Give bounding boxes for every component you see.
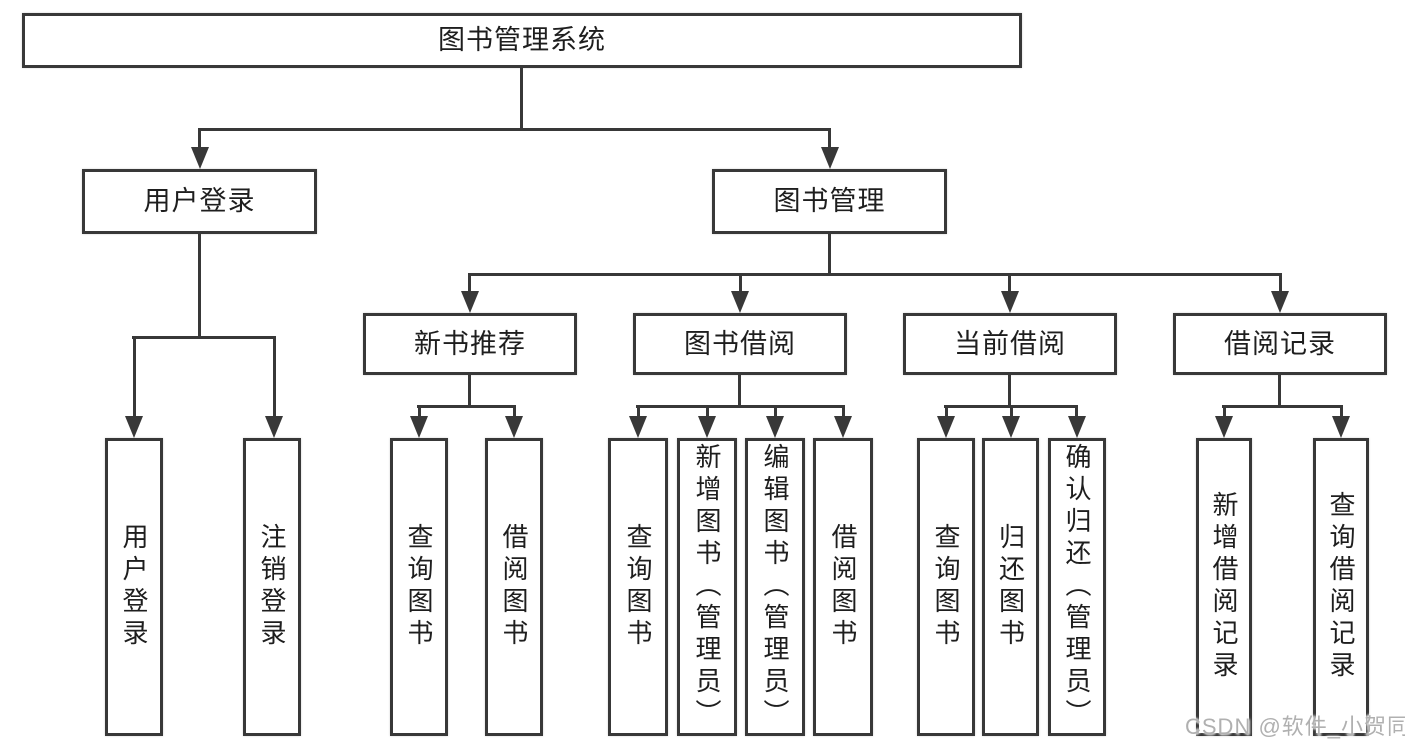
node-borrow-records: 借阅记录 [1173,313,1387,375]
node-label: 图书管理 [773,186,886,216]
connector-bookmgmt-vertical [828,234,831,273]
arrowhead-icon [834,416,852,438]
connector-stem [828,128,831,147]
node-user-login: 用户登录 [82,169,317,234]
watermark: CSDN @软件_小贺同学 [1185,714,1405,739]
node-book-borrow: 图书借阅 [633,313,847,375]
node-new-book-recommend: 新书推荐 [363,313,577,375]
leaf-add-borrow-record: 新增借阅记录 [1196,438,1252,736]
connector-records-vertical [1278,375,1281,405]
connector-root-horizontal [198,128,831,131]
leaf-edit-book-admin: 编辑图书（管理员） [745,438,805,736]
leaf-add-book-admin: 新增图书（管理员） [677,438,737,736]
leaf-confirm-return-admin: 确认归还（管理员） [1048,438,1106,736]
node-label: 图书管理系统 [438,25,606,55]
leaf-newbook-borrow-books: 借阅图书 [485,438,543,736]
connector-stem [739,273,742,291]
connector-stem [198,128,201,147]
leaf-user-login: 用户登录 [105,438,163,736]
node-label: 编辑图书（管理员） [760,443,790,731]
connector-records-horizontal [1222,405,1342,408]
node-label: 用户登录 [143,186,256,216]
connector-stem [774,405,777,418]
connector-bookborrow-vertical [738,375,741,405]
leaf-newbook-query-books: 查询图书 [390,438,448,736]
arrowhead-icon [1068,416,1086,438]
connector-stem [706,405,709,418]
arrowhead-icon [265,416,283,438]
arrowhead-icon [191,147,209,169]
arrowhead-icon [1271,291,1289,313]
connector-userlogin-vertical [198,234,201,336]
node-label: 归还图书 [995,523,1026,651]
leaf-borrow-borrow-books: 借阅图书 [813,438,873,736]
node-label: 借阅图书 [828,523,858,651]
node-root-system: 图书管理系统 [22,13,1022,68]
node-label: 借阅图书 [499,523,529,651]
connector-stem [1008,273,1011,291]
arrowhead-icon [505,416,523,438]
connector-stem [468,273,471,291]
arrowhead-icon [125,416,143,438]
connector-stem [1075,405,1078,418]
arrowhead-icon [629,416,647,438]
connector-newbook-vertical [468,375,471,405]
leaf-borrow-query-books: 查询图书 [608,438,668,736]
node-label: 图书借阅 [684,328,796,359]
arrowhead-icon [1002,416,1020,438]
connector-newbook-horizontal [417,405,516,408]
connector-stem [273,336,276,416]
arrowhead-icon [410,416,428,438]
node-label: 新增图书（管理员） [692,443,722,731]
connector-stem [842,405,845,418]
node-label: 查询图书 [404,523,434,651]
node-book-management: 图书管理 [712,169,947,234]
node-label: 用户登录 [119,523,149,651]
arrowhead-icon [821,147,839,169]
arrowhead-icon [461,291,479,313]
leaf-return-books: 归还图书 [982,438,1039,736]
connector-userlogin-horizontal [132,336,275,339]
node-label: 借阅记录 [1224,328,1336,359]
node-label: 新书推荐 [414,328,526,359]
leaf-current-query-books: 查询图书 [917,438,975,736]
arrowhead-icon [731,291,749,313]
node-label: 查询图书 [623,523,653,651]
node-label: 新增借阅记录 [1209,491,1239,683]
arrowhead-icon [1215,416,1233,438]
arrowhead-icon [698,416,716,438]
connector-bookborrow-horizontal [636,405,844,408]
connector-stem [513,405,516,418]
connector-root-vertical [520,68,523,128]
node-label: 注销登录 [257,523,287,651]
connector-stem [945,405,948,418]
connector-stem [1010,405,1013,418]
arrowhead-icon [1001,291,1019,313]
node-label: 查询图书 [931,523,961,651]
leaf-query-borrow-record: 查询借阅记录 [1313,438,1369,736]
leaf-logout: 注销登录 [243,438,301,736]
connector-stem [1340,405,1343,418]
connector-stem [637,405,640,418]
connector-currentborrow-vertical [1008,375,1011,405]
connector-stem [418,405,421,418]
node-label: 查询借阅记录 [1326,491,1356,683]
connector-stem [133,336,136,416]
connector-stem [1279,273,1282,291]
arrowhead-icon [937,416,955,438]
node-current-borrow: 当前借阅 [903,313,1117,375]
arrowhead-icon [1332,416,1350,438]
connector-bookmgmt-horizontal [468,273,1281,276]
connector-stem [1223,405,1226,418]
arrowhead-icon [766,416,784,438]
node-label: 确认归还（管理员） [1062,443,1092,731]
node-label: 当前借阅 [954,328,1066,359]
